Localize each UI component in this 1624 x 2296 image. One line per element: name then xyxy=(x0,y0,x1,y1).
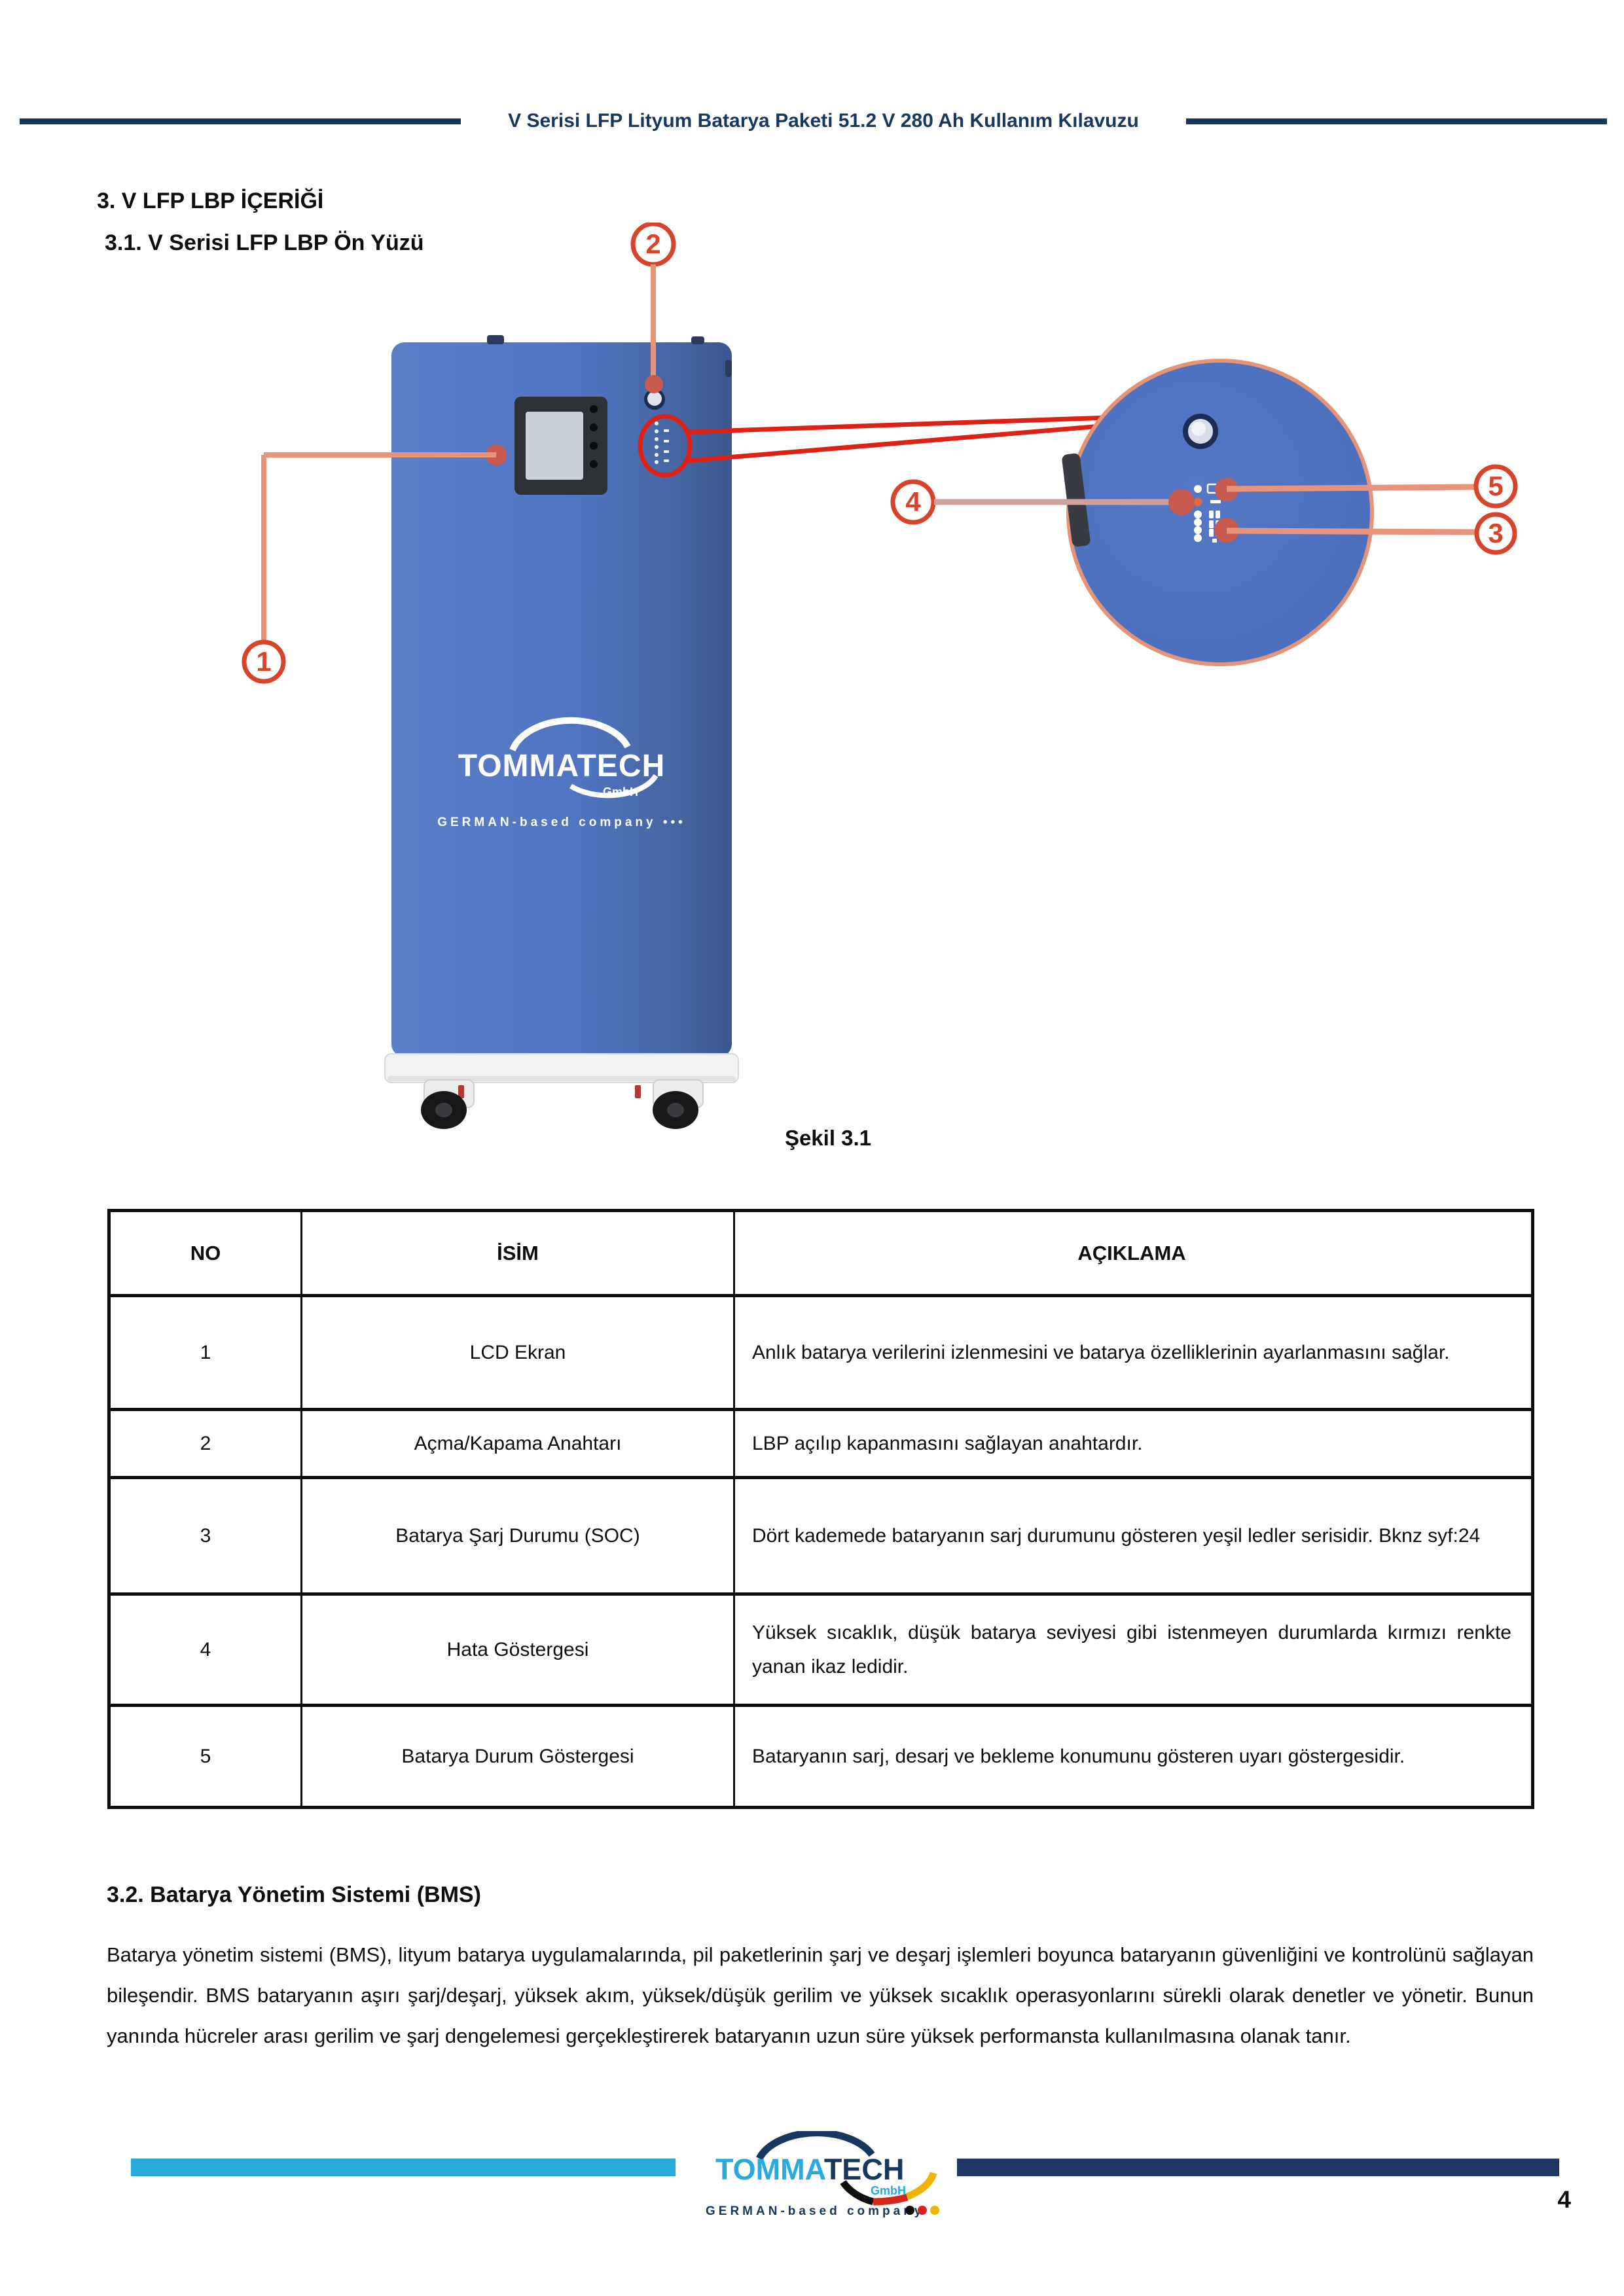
footer-logo-arc-red xyxy=(873,2193,909,2206)
callout-5-dot xyxy=(1215,478,1238,501)
cell-desc: LBP açılıp kapanmasını sağlayan anahtard… xyxy=(733,1408,1534,1479)
header-rule-right xyxy=(1186,118,1607,124)
header-rule-left xyxy=(20,118,461,124)
callout-4-dot xyxy=(1168,489,1195,515)
callout-1: 1 xyxy=(242,444,507,684)
figure-caption: Şekil 3.1 xyxy=(784,1126,872,1150)
lcd-screen xyxy=(514,397,607,495)
power-button xyxy=(644,389,665,410)
battery-device: TOMMATECH GmbH GERMAN-based company ••• xyxy=(384,335,739,1129)
table-row: 1 LCD Ekran Anlık batarya verilerini izl… xyxy=(108,1294,1534,1411)
device-logo-tagline: GERMAN-based company ••• xyxy=(437,816,686,829)
cell-desc: Yüksek sıcaklık, düşük batarya seviyesi … xyxy=(733,1592,1534,1707)
callout-1-number: 1 xyxy=(256,646,271,677)
table-row: 4 Hata Göstergesi Yüksek sıcaklık, düşük… xyxy=(108,1592,1534,1707)
footer-logo-arc-yellow xyxy=(905,2172,937,2200)
callout-5-number: 5 xyxy=(1488,471,1503,501)
cell-no: 5 xyxy=(108,1704,302,1809)
caster-wheel-right xyxy=(635,1079,704,1129)
footer-logo-tagline: GERMAN-based company xyxy=(706,2204,924,2218)
callout-3-dot xyxy=(1214,518,1239,543)
components-table: NO İSİM AÇIKLAMA 1 LCD Ekran Anlık batar… xyxy=(107,1209,1534,1809)
table-row: 5 Batarya Durum Göstergesi Bataryanın sa… xyxy=(108,1704,1534,1809)
col-header-no: NO xyxy=(108,1209,302,1297)
callout-3: 3 xyxy=(1214,512,1517,555)
section-heading-3-2: 3.2. Batarya Yönetim Sistemi (BMS) xyxy=(107,1882,481,1907)
footer-logo-arc-top xyxy=(756,2131,875,2161)
callout-2-dot xyxy=(645,375,663,393)
callout-4: 4 xyxy=(890,479,1195,525)
device-logo-arc-top xyxy=(509,717,631,751)
footer-dot-black xyxy=(905,2206,914,2215)
col-header-isim: İSİM xyxy=(300,1209,735,1297)
cell-isim: Batarya Şarj Durumu (SOC) xyxy=(300,1476,735,1596)
zoom-indicator xyxy=(638,414,1110,478)
cell-no: 3 xyxy=(108,1476,302,1596)
device-logo-arc-bottom xyxy=(569,774,659,798)
footer-logo-gmbh: GmbH xyxy=(871,2184,906,2197)
footer-logo-wordmark: TOMMATECH xyxy=(715,2153,904,2186)
header-title: V Serisi LFP Lityum Batarya Paketi 51.2 … xyxy=(508,110,1139,132)
cell-no: 2 xyxy=(108,1408,302,1479)
table-row: 3 Batarya Şarj Durumu (SOC) Dört kademed… xyxy=(108,1476,1534,1596)
cell-desc: Bataryanın sarj, desarj ve bekleme konum… xyxy=(733,1704,1534,1809)
cell-desc: Anlık batarya verilerini izlenmesini ve … xyxy=(733,1294,1534,1411)
detail-power-button xyxy=(1183,414,1218,449)
footer-logo-tomma: TOMMA xyxy=(715,2153,826,2186)
device-body xyxy=(391,342,732,1057)
cell-isim: Açma/Kapama Anahtarı xyxy=(300,1408,735,1479)
figure-battery-front: TOMMATECH GmbH GERMAN-based company ••• xyxy=(242,223,1518,1129)
callout-5: 5 xyxy=(1215,464,1518,509)
zoom-cone-line-lower xyxy=(687,423,1110,463)
section-heading-3-1: 3.1. V Serisi LFP LBP Ön Yüzü xyxy=(105,230,424,255)
callout-2: 2 xyxy=(630,223,676,393)
cell-no: 1 xyxy=(108,1294,302,1411)
detail-led-panel xyxy=(1193,483,1225,543)
cell-isim: LCD Ekran xyxy=(300,1294,735,1411)
page-header: V Serisi LFP Lityum Batarya Paketi 51.2 … xyxy=(0,109,1624,133)
error-led xyxy=(1193,497,1202,507)
cell-isim: Batarya Durum Göstergesi xyxy=(300,1704,735,1809)
callout-3-number: 3 xyxy=(1488,518,1503,548)
zoom-source-circle xyxy=(638,414,693,478)
callout-4-number: 4 xyxy=(905,486,921,517)
bms-paragraph: Batarya yönetim sistemi (BMS), lityum ba… xyxy=(107,1943,1534,2047)
device-top-tab-left xyxy=(487,335,504,344)
col-header-aciklama: AÇIKLAMA xyxy=(733,1209,1534,1297)
zoom-cone-line-upper xyxy=(688,415,1110,435)
device-logo-wordmark: TOMMATECH xyxy=(458,749,666,783)
cell-desc: Dört kademede bataryanın sarj durumunu g… xyxy=(733,1476,1534,1596)
device-logo-gmbh: GmbH xyxy=(603,785,638,798)
footer-bar-right xyxy=(957,2159,1559,2176)
footer-dot-red xyxy=(918,2206,927,2215)
footer-logo-tech: TECH xyxy=(824,2153,905,2186)
device-base xyxy=(384,1053,739,1083)
device-side-notch xyxy=(725,360,732,377)
front-led-panel xyxy=(655,422,669,464)
section-heading-3: 3. V LFP LBP İÇERİĞİ xyxy=(97,188,324,213)
device-top-tab-right xyxy=(691,336,704,344)
caster-wheel-left xyxy=(421,1079,475,1129)
detail-circle xyxy=(1062,359,1374,666)
footer-dot-yellow xyxy=(930,2206,939,2215)
callout-2-number: 2 xyxy=(645,228,660,259)
cell-no: 4 xyxy=(108,1592,302,1707)
table-header-row: NO İSİM AÇIKLAMA xyxy=(108,1209,1534,1297)
footer-logo-arc-black xyxy=(840,2179,875,2206)
footer-bar-left xyxy=(131,2159,676,2176)
cell-isim: Hata Göstergesi xyxy=(300,1592,735,1707)
footer-logo: TOMMATECH GmbH GERMAN-based company xyxy=(706,2131,939,2218)
page-number: 4 xyxy=(1557,2186,1571,2213)
table-row: 2 Açma/Kapama Anahtarı LBP açılıp kapanm… xyxy=(108,1408,1534,1479)
device-logo: TOMMATECH GmbH GERMAN-based company ••• xyxy=(437,717,686,829)
